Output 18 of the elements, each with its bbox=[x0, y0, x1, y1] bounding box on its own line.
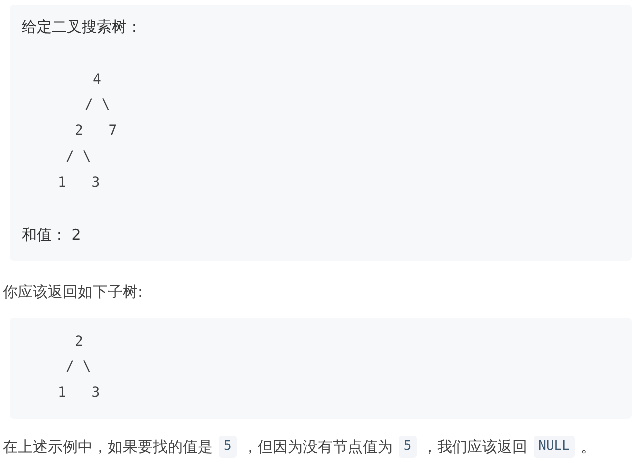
inline-code: 5 bbox=[219, 436, 237, 458]
instruction-text: 你应该返回如下子树: bbox=[3, 282, 144, 302]
ascii-tree-line: 4 bbox=[93, 71, 102, 90]
ascii-tree-line: / \ bbox=[66, 148, 92, 167]
ascii-tree-line: / \ bbox=[85, 96, 110, 115]
ascii-tree-line: 1 3 bbox=[58, 174, 100, 193]
sentence-text: ，但因为没有节点值为 bbox=[242, 437, 393, 457]
inline-code: NULL bbox=[534, 436, 575, 458]
ascii-tree-line: 1 3 bbox=[58, 384, 100, 403]
ascii-tree-line: 2 bbox=[75, 333, 84, 352]
intro-text: 给定二叉搜索树： bbox=[22, 17, 142, 37]
sentence-text: 。 bbox=[580, 437, 596, 457]
ascii-tree-line: 2 7 bbox=[75, 122, 118, 141]
sum-value-text: 和值： 2 bbox=[22, 225, 82, 245]
sentence-text: 在上述示例中，如果要找的值是 bbox=[3, 437, 213, 457]
ascii-tree-line: / \ bbox=[66, 358, 92, 377]
inline-code: 5 bbox=[398, 436, 417, 458]
sentence-text: ，我们应该返回 bbox=[422, 437, 528, 457]
